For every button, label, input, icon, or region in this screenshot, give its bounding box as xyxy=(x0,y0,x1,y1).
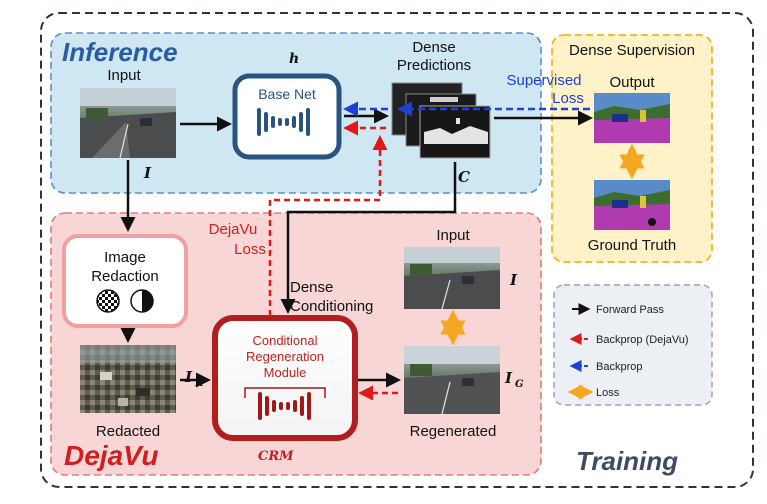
legend-label-backprop-dejavu: Backprop (DejaVu) xyxy=(596,334,689,346)
legend-forward-pass: Forward Pass xyxy=(572,303,664,316)
dense-conditioning-label-2: Conditioning xyxy=(290,298,373,315)
base-net-label: Base Net xyxy=(258,86,316,102)
half-mask-icon xyxy=(130,289,154,313)
legend-box xyxy=(553,284,713,406)
inference-title: Inference xyxy=(62,37,178,67)
input-symbol: I xyxy=(143,164,152,182)
legend-loss: Loss xyxy=(567,384,620,400)
output-segmentation-image xyxy=(594,93,670,143)
base-net-symbol: h xyxy=(289,51,299,67)
image-redaction-module: Image Redaction xyxy=(62,234,188,328)
encoder-decoder-icon xyxy=(257,108,310,136)
supervised-loss-label-2: Loss xyxy=(552,90,584,107)
redacted-image xyxy=(80,345,176,413)
regenerated-image xyxy=(404,346,500,415)
crm-label-3: Module xyxy=(264,365,307,380)
input-image xyxy=(80,88,176,159)
image-redaction-label-1: Image xyxy=(104,249,146,266)
redacted-label: Redacted xyxy=(96,423,160,440)
redacted-symbol: I xyxy=(184,368,193,386)
regenerated-symbol: I xyxy=(504,369,513,387)
crm-module: Conditional Regeneration Module xyxy=(212,315,358,441)
ground-truth-image xyxy=(594,180,670,230)
legend-label-forward: Forward Pass xyxy=(596,304,664,316)
dejavu-loss-label-1: DejaVu xyxy=(209,221,258,238)
dejavu-loss-label-2: Loss xyxy=(234,241,266,258)
dejavu-input-label: Input xyxy=(436,227,470,244)
dejavu-input-symbol: I xyxy=(509,271,518,289)
image-redaction-label-2: Redaction xyxy=(91,268,159,285)
predictions-symbol: C xyxy=(458,168,470,186)
base-net-module: Base Net xyxy=(232,73,342,160)
output-label: Output xyxy=(609,74,655,91)
crm-symbol: CRM xyxy=(258,449,294,464)
dense-conditioning-label-1: Dense xyxy=(290,279,333,296)
dense-predictions-label-1: Dense xyxy=(412,39,455,56)
legend-backprop: Backprop xyxy=(569,360,642,373)
ground-truth-label: Ground Truth xyxy=(588,237,676,254)
dejavu-title: DejaVu xyxy=(64,440,158,471)
regenerated-label: Regenerated xyxy=(410,423,497,440)
crm-label-2: Regeneration xyxy=(246,349,324,364)
checkerboard-mask-icon xyxy=(96,289,120,313)
crm-label-1: Conditional xyxy=(252,333,317,348)
arrow-backprop-dejavu-path xyxy=(268,135,388,316)
arrow-predictions-to-crm xyxy=(280,162,457,314)
training-label: Training xyxy=(576,446,678,476)
crm-encoder-decoder-icon xyxy=(258,392,311,420)
dejavu-input-image xyxy=(404,247,500,310)
input-label: Input xyxy=(107,67,141,84)
dense-predictions-label-2: Predictions xyxy=(397,57,471,74)
supervised-loss-label-1: Supervised xyxy=(506,72,581,89)
legend-label-loss: Loss xyxy=(596,387,620,399)
legend-backprop-dejavu: Backprop (DejaVu) xyxy=(569,333,689,346)
legend-label-backprop: Backprop xyxy=(596,361,642,373)
regenerated-subscript: G xyxy=(515,379,524,390)
supervision-title: Dense Supervision xyxy=(569,42,695,59)
